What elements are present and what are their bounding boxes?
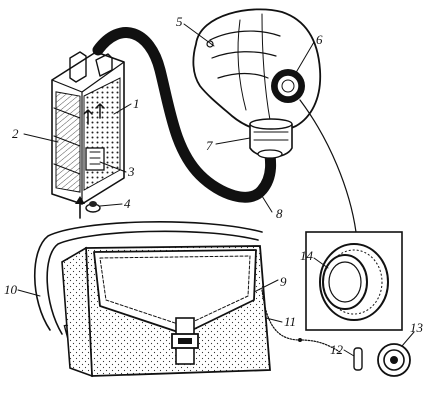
callout-14: 14: [300, 248, 314, 263]
callout-3: 3: [127, 164, 135, 179]
callout-1: 1: [133, 96, 140, 111]
leader-lines: [17, 23, 415, 357]
carrying-bag: [33, 221, 271, 378]
callout-6: 6: [316, 32, 323, 47]
callout-12: 12: [330, 342, 344, 357]
callout-11: 11: [284, 314, 296, 329]
callout-labels: 1 2 3 4 5 6 7 8 9 10 11 12 13 14: [4, 14, 424, 357]
callout-9: 9: [280, 274, 287, 289]
inset-anti-fog-film: [305, 231, 403, 331]
gas-mask-facepiece: [192, 8, 322, 134]
callout-10: 10: [4, 282, 18, 297]
inset-leader: [299, 99, 357, 233]
eyepiece-assembly: [271, 69, 305, 103]
valve-box: [249, 118, 293, 159]
anti-fog-film-box: [377, 343, 411, 377]
bag-cord: [261, 289, 341, 353]
filter-canister: [51, 51, 125, 205]
callout-5: 5: [176, 14, 183, 29]
pencil-element: [353, 347, 363, 371]
corrugated-hose: [92, 27, 277, 203]
callout-2: 2: [12, 126, 19, 141]
callout-4: 4: [124, 196, 131, 211]
callout-13: 13: [410, 320, 424, 335]
callout-7: 7: [206, 138, 213, 153]
airflow-arrow: [75, 196, 85, 219]
callout-8: 8: [276, 206, 283, 221]
canister-plug: [85, 201, 101, 213]
